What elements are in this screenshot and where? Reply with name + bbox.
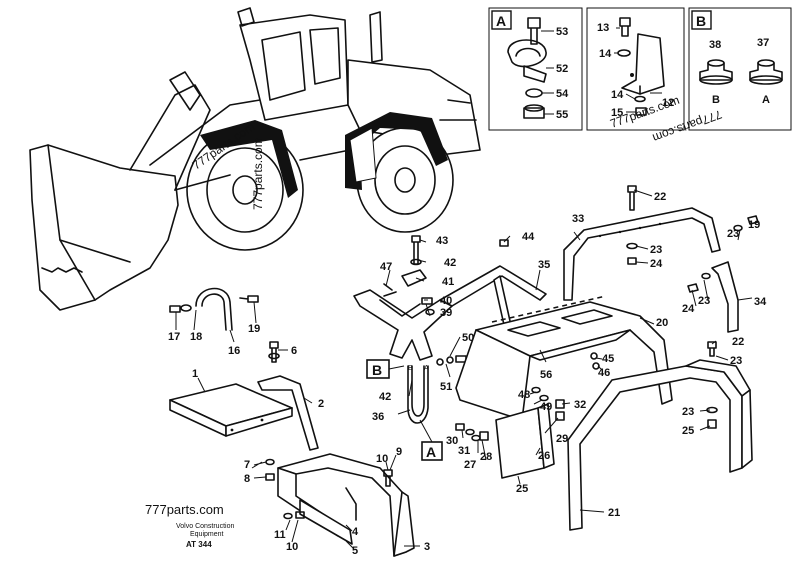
callout-18: 18 [190, 331, 202, 343]
callout-23-mid: 23 [698, 295, 710, 307]
callout-46: 46 [598, 367, 610, 379]
callout-53: 53 [556, 26, 568, 38]
mount-caption-a: A [762, 94, 770, 106]
callout-49: 49 [540, 401, 552, 413]
callout-17: 17 [168, 331, 180, 343]
callout-1: 1 [192, 368, 198, 380]
callout-40: 40 [440, 295, 452, 307]
detail-box-a-label: A [496, 13, 506, 29]
callout-22-right: 22 [732, 336, 744, 348]
callout-48: 48 [518, 389, 530, 401]
callout-24-top: 24 [650, 258, 663, 270]
detail-box-a: A 53 52 54 55 [488, 7, 583, 131]
callout-labels: 1 2 3 4 5 6 7 8 9 10 10 11 16 17 18 19 1… [168, 189, 767, 557]
callout-10-bottom: 10 [286, 541, 298, 553]
detail-box-middle: 13 14 12 14 15 777parts.com [586, 7, 685, 131]
callout-51: 51 [440, 381, 452, 393]
callout-22-top: 22 [654, 191, 666, 203]
callout-19-right: 19 [748, 219, 760, 231]
rear-fender-parts [353, 185, 759, 531]
detail-box-b-label: B [696, 13, 706, 29]
callout-9: 9 [396, 446, 402, 458]
callout-2: 2 [318, 398, 324, 410]
watermark-text-vertical: 777parts.com [251, 137, 265, 210]
marker-b-label: B [372, 362, 382, 378]
front-fender-parts [169, 287, 415, 557]
callout-25-left: 25 [516, 483, 528, 495]
callout-55: 55 [556, 109, 568, 121]
callout-13: 13 [597, 22, 609, 34]
callout-43: 43 [436, 235, 448, 247]
callout-56: 56 [540, 369, 552, 381]
callout-50: 50 [462, 332, 474, 344]
wheel-loader-illustration [29, 7, 481, 311]
callout-33: 33 [572, 213, 584, 225]
callout-39: 39 [440, 307, 452, 319]
callout-25-right: 25 [682, 425, 694, 437]
callout-7: 7 [244, 459, 250, 471]
callout-42-top: 42 [444, 257, 456, 269]
callout-44: 44 [522, 231, 535, 243]
callout-5: 5 [352, 545, 358, 557]
detail-box-b: B 38 37 B A [688, 7, 792, 131]
imprint-code: AT 344 [186, 540, 212, 549]
callout-35: 35 [538, 259, 550, 271]
callout-27: 27 [464, 459, 476, 471]
callout-31: 31 [458, 445, 470, 457]
callout-52: 52 [556, 63, 568, 75]
callout-6: 6 [291, 345, 297, 357]
callout-19-left: 19 [248, 323, 260, 335]
callout-20: 20 [656, 317, 668, 329]
marker-a-label: A [426, 444, 436, 460]
callout-10-top: 10 [376, 453, 388, 465]
callout-11: 11 [274, 529, 286, 541]
callout-32: 32 [574, 399, 586, 411]
callout-14-top: 14 [599, 48, 612, 60]
callout-23-right: 23 [727, 228, 739, 240]
callout-14-bottom: 14 [611, 89, 624, 101]
imprint-company: Volvo Construction [176, 523, 234, 530]
callout-36: 36 [372, 411, 384, 423]
callout-12: 12 [662, 97, 674, 109]
callout-3: 3 [424, 541, 430, 553]
watermark-bottom: 777parts.com [145, 502, 224, 517]
callout-29: 29 [556, 433, 568, 445]
callout-42-bottom: 42 [379, 391, 391, 403]
callout-45: 45 [602, 353, 614, 365]
mount-caption-b: B [712, 94, 720, 106]
imprint-equipment: Equipment [190, 531, 224, 538]
callout-38: 38 [709, 39, 721, 51]
callout-24-mid: 24 [682, 303, 695, 315]
callout-8: 8 [244, 473, 250, 485]
callout-34: 34 [754, 296, 767, 308]
callout-23-bottom: 23 [682, 406, 694, 418]
callout-28: 28 [480, 451, 492, 463]
callout-21: 21 [608, 507, 620, 519]
callout-16: 16 [228, 345, 240, 357]
mount-mark-b: B [408, 365, 413, 372]
callout-37: 37 [757, 37, 769, 49]
callout-26: 26 [538, 450, 550, 462]
callout-54: 54 [556, 88, 569, 100]
callout-23-lower: 23 [730, 355, 742, 367]
callout-47: 47 [380, 261, 392, 273]
callout-30: 30 [446, 435, 458, 447]
callout-23-top: 23 [650, 244, 662, 256]
callout-4: 4 [352, 526, 359, 538]
callout-15: 15 [611, 107, 623, 119]
callout-41: 41 [442, 276, 454, 288]
mount-mark-a: A [424, 365, 429, 372]
